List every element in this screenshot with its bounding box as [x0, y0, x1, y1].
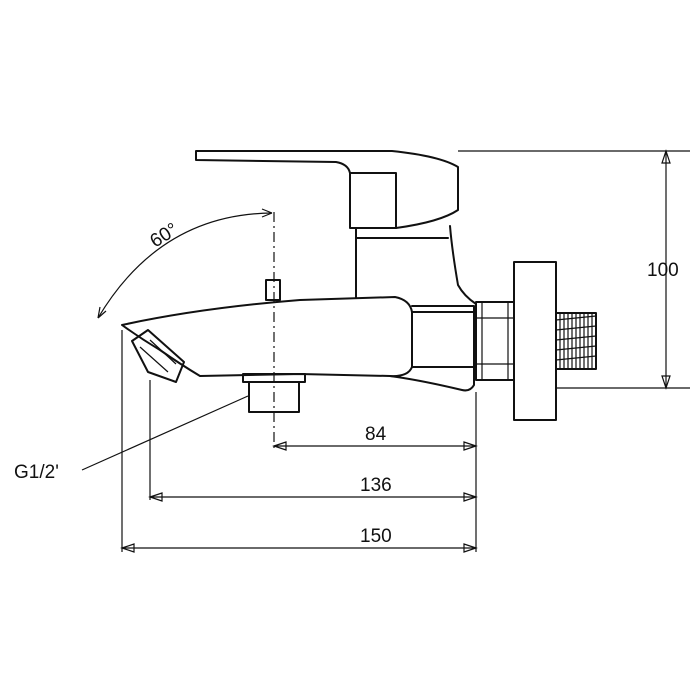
dimension-100-label: 100 — [647, 260, 679, 281]
flange-cover — [513, 261, 557, 421]
dimension-150: 150 — [120, 526, 478, 553]
dimension-84-label: 84 — [365, 424, 387, 445]
aerator — [131, 329, 185, 383]
thread-callout: G1/2' — [14, 395, 249, 483]
cartridge-neck — [355, 225, 477, 305]
dimension-136-label: 136 — [360, 475, 392, 496]
lever-handle — [195, 150, 459, 229]
dimension-150-label: 150 — [360, 526, 392, 547]
thread-label: G1/2' — [14, 462, 59, 483]
dimension-100: 100 — [647, 149, 679, 390]
wall-connection — [475, 261, 597, 421]
dimension-84: 84 — [272, 424, 478, 451]
faucet-body — [121, 150, 477, 413]
dimension-136: 136 — [148, 475, 478, 502]
diverter-knob — [265, 279, 281, 301]
angle-label: 60° — [147, 219, 182, 252]
angle-dimension: 60° — [97, 208, 273, 319]
spout — [121, 296, 413, 378]
construction-lines — [121, 150, 690, 552]
